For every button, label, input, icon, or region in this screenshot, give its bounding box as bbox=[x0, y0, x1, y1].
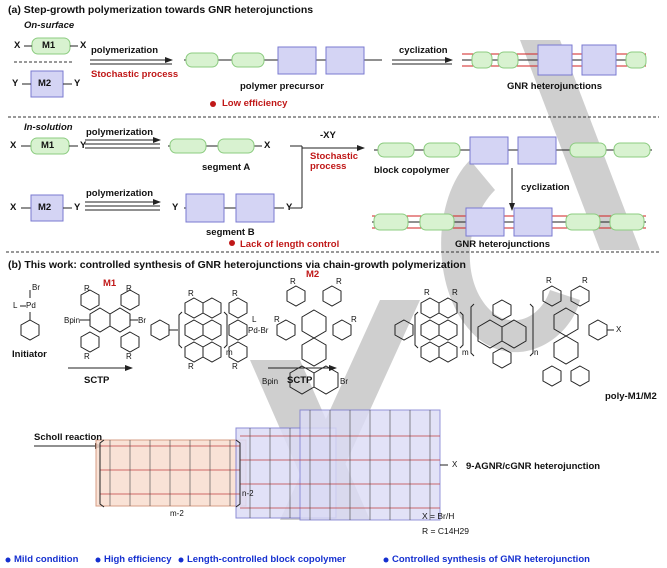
x-label-a: X bbox=[10, 140, 17, 151]
segment-a-label: segment A bbox=[202, 162, 251, 173]
x-left-label: X bbox=[14, 40, 21, 51]
xy-label: -XY bbox=[320, 130, 336, 141]
gnr-heterojunction-2 bbox=[372, 207, 646, 237]
feature-length: Length-controlled block copolymer bbox=[187, 554, 346, 565]
sctp-label-2: SCTP bbox=[287, 375, 313, 386]
low-efficiency-label: Low efficiency bbox=[222, 98, 288, 109]
heterojunction-label: 9-AGNR/cGNR heterojunction bbox=[466, 461, 601, 472]
pd-br-label: Pd-Br bbox=[248, 326, 269, 335]
m2-label: M2 bbox=[38, 78, 52, 89]
r-label-m1-a: R bbox=[84, 284, 90, 293]
br-label-initiator: Br bbox=[32, 283, 40, 292]
section-b-title: (b) This work: controlled synthesis of G… bbox=[8, 259, 466, 271]
stochastic-label-2: Stochastic process bbox=[310, 151, 359, 173]
r-label-poly-a: R bbox=[424, 288, 430, 297]
x-right-label: X bbox=[80, 40, 87, 51]
m1-label: M1 bbox=[42, 40, 56, 51]
r-label-oligo-b: R bbox=[232, 289, 238, 298]
r-label-m1-c: R bbox=[84, 352, 90, 361]
sctp-label-1: SCTP bbox=[84, 375, 110, 386]
r-label-oligo-d: R bbox=[232, 362, 238, 371]
y-label-a: Y bbox=[80, 140, 87, 151]
r-label-m1-d: R bbox=[126, 352, 132, 361]
r-label-m2-c: R bbox=[274, 315, 280, 324]
precursor-label: polymer precursor bbox=[240, 81, 324, 92]
m2-structure-label: M2 bbox=[306, 269, 320, 280]
r-label-m2-d: R bbox=[351, 315, 357, 324]
segment-b-label: segment B bbox=[206, 227, 255, 238]
poly-m1-m2-structure bbox=[394, 285, 614, 387]
segment-b bbox=[184, 193, 284, 223]
in-solution-label: In-solution bbox=[24, 122, 73, 133]
m1-label-solution: M1 bbox=[41, 140, 55, 151]
poly-label: poly-M1/M2 bbox=[605, 391, 657, 402]
bpin-label-m2: Bpin bbox=[262, 377, 279, 386]
block-copolymer-label: block copolymer bbox=[374, 165, 450, 176]
m-sub-1: m bbox=[226, 348, 233, 357]
y-label-segment-b-left: Y bbox=[172, 202, 179, 213]
r-definition: R = C14H29 bbox=[422, 526, 470, 536]
y-label-segment-b-right: Y bbox=[286, 202, 293, 213]
x-definition: X = Br/H bbox=[422, 511, 455, 521]
x-label-segment-a: X bbox=[264, 140, 271, 151]
br-label-m1: Br bbox=[138, 316, 146, 325]
y-label-b: Y bbox=[74, 202, 81, 213]
bpin-label-m1: Bpin bbox=[64, 316, 81, 325]
r-label-m2-a: R bbox=[290, 277, 296, 286]
l-label-initiator: L bbox=[13, 301, 18, 310]
stochastic-label: Stochastic process bbox=[91, 69, 179, 80]
gnr-label-2: GNR heterojunctions bbox=[455, 239, 551, 250]
x-label-gnr: X bbox=[452, 460, 458, 469]
section-a-title: (a) Step-growth polymerization towards G… bbox=[8, 4, 314, 16]
y-left-label: Y bbox=[12, 78, 19, 89]
l-label-oligo: L bbox=[252, 315, 257, 324]
cyclization-label-1: cyclization bbox=[399, 45, 448, 56]
feature-bullets bbox=[5, 557, 389, 563]
gnr-heterojunction-structure bbox=[95, 409, 448, 521]
feature-mild: Mild condition bbox=[14, 554, 79, 565]
initiator-structure bbox=[20, 290, 40, 341]
scholl-label: Scholl reaction bbox=[34, 432, 103, 443]
r-label-poly-d: R bbox=[582, 276, 588, 285]
m1-structure bbox=[80, 289, 140, 353]
gnr-label-1: GNR heterojunctions bbox=[507, 81, 603, 92]
block-copolymer bbox=[374, 136, 652, 165]
br-label-m2: Br bbox=[340, 377, 348, 386]
m-sub-2: m bbox=[462, 348, 469, 357]
r-label-poly-b: R bbox=[452, 288, 458, 297]
n-sub: n bbox=[534, 348, 539, 357]
polymerization-label-2: polymerization bbox=[86, 127, 154, 138]
polymerization-label: polymerization bbox=[91, 45, 159, 56]
m2-block bbox=[30, 70, 64, 98]
r-label-oligo-a: R bbox=[188, 289, 194, 298]
m2-label-solution: M2 bbox=[38, 202, 52, 213]
n2-sub: n-2 bbox=[242, 489, 254, 498]
x-label-poly: X bbox=[616, 325, 622, 334]
oligomer-1-structure bbox=[150, 297, 248, 363]
x-label-b: X bbox=[10, 202, 17, 213]
r-label-m2-b: R bbox=[336, 277, 342, 286]
gnr-heterojunction-1 bbox=[462, 44, 647, 76]
polymerization-label-3: polymerization bbox=[86, 188, 154, 199]
m1-structure-label: M1 bbox=[103, 278, 117, 289]
r-label-m1-b: R bbox=[126, 284, 132, 293]
initiator-label: Initiator bbox=[12, 349, 47, 360]
r-label-poly-c: R bbox=[546, 276, 552, 285]
pd-label-initiator: Pd bbox=[26, 301, 36, 310]
feature-controlled: Controlled synthesis of GNR heterojuncti… bbox=[392, 554, 590, 565]
cyclization-label-2: cyclization bbox=[521, 182, 570, 193]
m2-sub: m-2 bbox=[170, 509, 184, 518]
feature-efficiency: High efficiency bbox=[104, 554, 172, 565]
y-right-label: Y bbox=[74, 78, 81, 89]
merge-bracket bbox=[290, 145, 365, 209]
lack-length-label: Lack of length control bbox=[240, 239, 340, 250]
r-label-oligo-c: R bbox=[188, 362, 194, 371]
segment-a bbox=[168, 138, 262, 154]
m2-structure bbox=[276, 285, 352, 395]
on-surface-label: On-surface bbox=[24, 20, 75, 31]
polymer-precursor bbox=[184, 46, 382, 75]
